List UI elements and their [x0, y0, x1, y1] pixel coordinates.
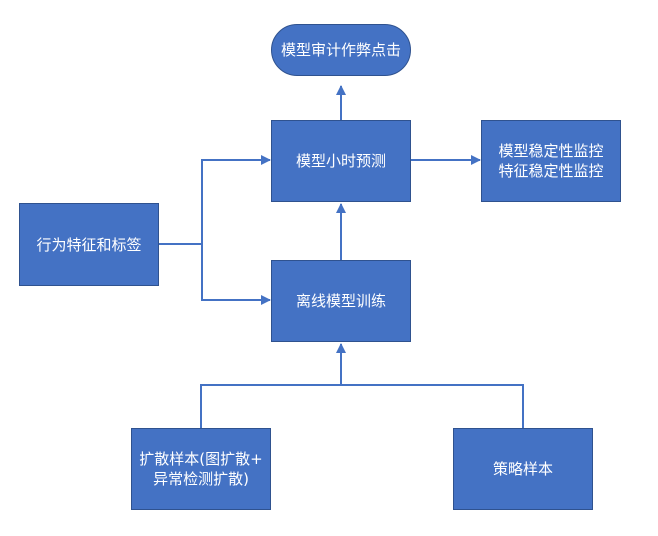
node-monitor-line-1: 模型稳定性监控 [498, 142, 604, 160]
node-monitor-line-2: 特征稳定性监控 [498, 162, 604, 180]
edge-features-to-predict [159, 155, 271, 245]
node-train-label: 离线模型训练 [295, 292, 386, 310]
node-strategy: 策略样本 [453, 428, 593, 510]
edge-strategy-to-train [341, 384, 524, 428]
node-strategy-label: 策略样本 [492, 460, 553, 478]
node-predict-label: 模型小时预测 [295, 152, 386, 170]
node-predict: 模型小时预测 [271, 120, 411, 202]
node-expand-line-2: 异常检测扩散) [153, 470, 249, 488]
edge-features-to-train [201, 244, 271, 305]
node-features-label: 行为特征和标签 [36, 235, 142, 254]
edge-expand-to-train [200, 384, 341, 428]
node-expand-line-1: 扩散样本(图扩散+ [139, 450, 263, 468]
node-expand: 扩散样本(图扩散+ 异常检测扩散) [131, 428, 271, 510]
node-monitor: 模型稳定性监控 特征稳定性监控 [481, 120, 621, 202]
node-audit: 模型审计作弊点击 [271, 24, 411, 76]
node-audit-label: 模型审计作弊点击 [280, 41, 401, 59]
node-train: 离线模型训练 [271, 260, 411, 342]
node-features: 行为特征和标签 [19, 203, 159, 286]
